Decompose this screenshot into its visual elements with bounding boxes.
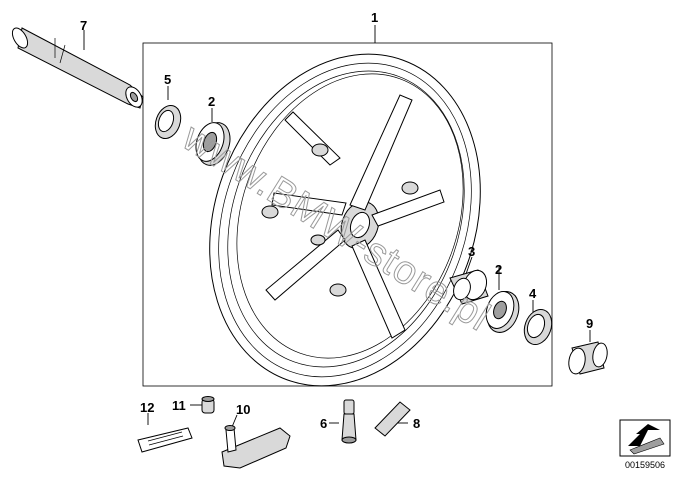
callout-seal-ring-right: 4 [529,286,537,301]
callout-seal-ring-left: 5 [164,72,171,87]
arrow-reference-icon [619,419,671,457]
balance-weight-part [374,401,411,437]
seal-ring-left [154,105,182,139]
callout-valve: 6 [320,416,327,431]
callout-labels: 1 7 5 2 3 2 4 9 12 11 10 6 8 [80,10,593,431]
callout-rim: 1 [371,10,378,25]
assembly-frame [142,42,553,387]
axle-part [11,27,144,109]
valve-part [341,399,357,444]
callout-spacer-bushing: 9 [586,316,593,331]
seal-ring-right [523,309,553,345]
callout-balance-weight: 8 [413,416,420,431]
callout-bearing-left: 2 [208,94,215,109]
label-sticker-part [137,427,193,453]
callout-bearing-right: 2 [495,262,502,277]
spacer-bushing [568,341,608,375]
callout-axle: 7 [80,18,87,33]
wheel-rim [209,53,481,387]
callout-spacer-sleeve: 3 [468,244,475,259]
callout-valve-cap: 11 [172,398,186,413]
spacer-sleeve [449,269,489,305]
callout-valve-cap-tool: 10 [236,402,250,417]
doc-number: 00159506 [625,460,665,470]
callout-label-sticker: 12 [140,400,154,415]
bearing-left [195,122,231,166]
bearing-right [485,291,520,333]
valve-cap-part [201,396,215,414]
valve-cap-tool-part [221,425,291,469]
